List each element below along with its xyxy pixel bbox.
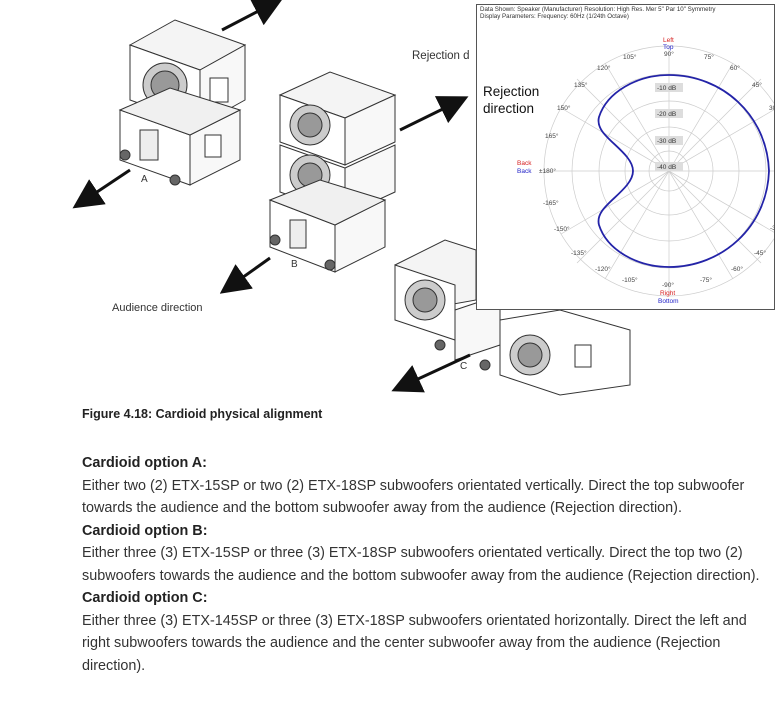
- rejection-direction-label: Rejection direction: [483, 83, 539, 117]
- angle-label-5: 45°: [752, 81, 762, 89]
- angle-label-12: -135°: [571, 249, 587, 257]
- label-a: A: [141, 174, 148, 185]
- angle-label-2: 120°: [597, 64, 611, 72]
- angle-label-0: 105°: [623, 53, 637, 61]
- db-label-30: -30 dB: [657, 138, 676, 145]
- bottom-deg-label: -90°: [662, 281, 674, 289]
- arrow-b-rejection: [399, 96, 469, 132]
- cardioid-figure: A B C Audience direction Rejection d Dat…: [72, 0, 775, 396]
- angle-label-6: 150°: [557, 104, 571, 112]
- angle-label-16: -105°: [622, 276, 638, 284]
- back-blue-label: Back: [517, 168, 532, 175]
- options-text: Cardioid option A: Either two (2) ETX-15…: [82, 452, 762, 677]
- angle-label-10: -165°: [543, 199, 559, 207]
- option-a-body: Either two (2) ETX-15SP or two (2) ETX-1…: [82, 477, 745, 517]
- angle-label-4: 135°: [574, 81, 588, 89]
- polar-header-line1: Data Shown: Speaker (Manufacturer) Resol…: [480, 6, 716, 13]
- polar-header-line2: Display Parameters: Frequency: 60Hz (1/2…: [480, 13, 629, 20]
- arrow-a-audience: [72, 168, 131, 209]
- cardioid-curve: [597, 74, 770, 268]
- angle-label-14: -120°: [595, 265, 611, 273]
- polar-grid: Left Top 90° 105° 75° 120° 60° 135° 45° …: [517, 37, 775, 305]
- audience-direction-label: Audience direction: [112, 302, 203, 314]
- angle-label-7: 30: [769, 105, 775, 112]
- angle-label-8: 165°: [545, 132, 559, 140]
- rejection-label-line1: Rejection: [483, 84, 540, 99]
- option-b-body: Either three (3) ETX-15SP or three (3) E…: [82, 545, 760, 584]
- top-top-label: Top: [663, 44, 674, 51]
- db-label-20: -20 dB: [657, 111, 676, 118]
- angle-label-17: -75°: [700, 276, 712, 284]
- speaker-illustration: [72, 0, 631, 396]
- polar-header: Data Shown: Speaker (Manufacturer) Resol…: [480, 6, 716, 20]
- figure-caption: Figure 4.18: Cardioid physical alignment: [82, 407, 323, 421]
- stack-a: [118, 19, 247, 186]
- label-b: B: [291, 259, 298, 270]
- top-deg-label: 90°: [664, 50, 674, 58]
- rejection-label-line2: direction: [483, 101, 535, 116]
- angle-label-13: -45°: [754, 249, 766, 257]
- arrow-b-audience: [219, 256, 271, 294]
- polar-plot: Data Shown: Speaker (Manufacturer) Resol…: [476, 4, 775, 310]
- rejection-direction-partial-label: Rejection d: [412, 50, 470, 62]
- angle-label-15: -60°: [731, 265, 743, 273]
- db-label-10: -10 dB: [657, 85, 676, 92]
- angle-label-3: 60°: [730, 64, 740, 72]
- back-red-label: Back: [517, 160, 532, 167]
- bottom-right-label: Right: [660, 290, 675, 297]
- angle-label-18: -3: [770, 225, 775, 232]
- option-c-title: Cardioid option C:: [82, 590, 208, 606]
- db-label-40: -40 dB: [657, 164, 676, 171]
- arrow-a-rejection: [221, 0, 284, 32]
- arrow-c-audience: [391, 353, 471, 393]
- top-left-label: Left: [663, 37, 674, 44]
- option-b-title: Cardioid option B:: [82, 522, 208, 539]
- option-a-title: Cardioid option A:: [82, 455, 207, 471]
- option-c-body: Either three (3) ETX-145SP or three (3) …: [82, 612, 747, 674]
- stack-b: [268, 71, 397, 273]
- angle-label-11: -150°: [554, 225, 570, 233]
- label-c: C: [460, 361, 468, 372]
- angle-label-1: 75°: [704, 53, 714, 61]
- angle-label-9: ±180°: [539, 167, 556, 175]
- bottom-bottom-label: Bottom: [658, 298, 679, 305]
- stack-c: [394, 239, 631, 396]
